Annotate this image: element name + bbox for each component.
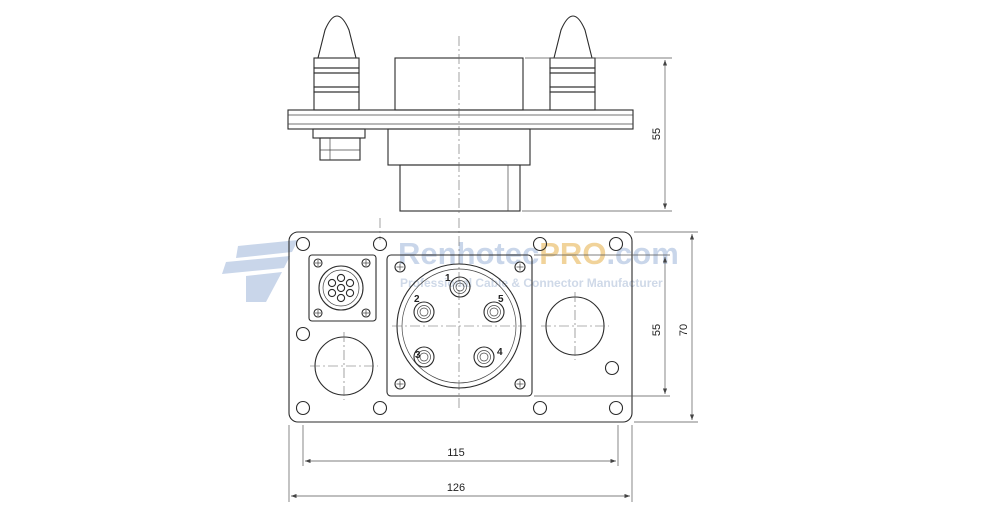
pin-label-5: 5 <box>498 294 504 305</box>
front-plate <box>288 231 633 423</box>
front-outer-height-label: 70 <box>678 324 690 336</box>
mounting-flange <box>287 109 634 130</box>
aux-screw <box>313 308 323 318</box>
aux-circular-connector-side <box>312 128 366 161</box>
blind-hole-right <box>541 292 609 360</box>
mounting-hole <box>295 326 311 342</box>
front-inner-height-label: 55 <box>651 324 663 336</box>
right-guide-pin <box>549 15 596 111</box>
main-connector-flange <box>386 254 533 397</box>
flange-screw <box>514 378 526 390</box>
watermark-brand: RenhotecPRO.com <box>398 236 679 271</box>
aux-pin <box>327 288 337 298</box>
connector-body-top <box>394 57 524 111</box>
aux-pin <box>327 278 337 288</box>
contact-pin <box>473 346 495 368</box>
flange-screw <box>514 261 526 273</box>
mounting-hole <box>372 400 388 416</box>
mounting-hole <box>372 236 388 252</box>
front-outer-width-label: 126 <box>447 482 465 494</box>
flange-screw <box>394 261 406 273</box>
pin-label-2: 2 <box>414 294 420 305</box>
side-height-label: 55 <box>651 128 663 140</box>
mounting-hole <box>532 236 548 252</box>
pin-label-1: 1 <box>445 273 451 284</box>
brand-logo-icon <box>222 240 298 302</box>
pin-label-4: 4 <box>497 347 503 358</box>
main-connector-pins <box>413 276 505 368</box>
contact-pin <box>413 301 435 323</box>
mounting-hole <box>608 400 624 416</box>
aux-screw <box>313 258 323 268</box>
front-inner-width-dimension: 115 <box>302 425 619 466</box>
front-outer-height-dimension: 70 <box>634 231 698 423</box>
mounting-hole <box>608 236 624 252</box>
front-inner-width-label: 115 <box>447 447 465 459</box>
front-inner-height-dimension: 55 <box>534 254 670 397</box>
flange-screw <box>394 378 406 390</box>
contact-pin <box>449 276 471 298</box>
side-view: 55 <box>287 15 672 214</box>
aux-pin <box>336 273 346 283</box>
mounting-hole <box>532 400 548 416</box>
mounting-hole <box>295 236 311 252</box>
left-guide-pin <box>313 15 360 111</box>
front-view: 1 2 5 3 4 55 <box>288 218 698 502</box>
aux-screw <box>361 258 371 268</box>
aux-pin <box>345 288 355 298</box>
blind-hole-left <box>310 332 378 400</box>
aux-screw <box>361 308 371 318</box>
aux-pin <box>345 278 355 288</box>
aux-pin <box>336 283 346 293</box>
contact-pin <box>413 346 435 368</box>
connector-body-bottom <box>399 164 521 212</box>
aux-circular-connector-front <box>308 254 377 322</box>
front-outer-width-dimension: 126 <box>288 425 633 502</box>
mounting-holes <box>295 236 624 416</box>
pin-label-3: 3 <box>415 350 421 361</box>
mounting-hole <box>604 360 620 376</box>
contact-pin <box>483 301 505 323</box>
mounting-hole <box>295 400 311 416</box>
aux-pin <box>336 293 346 303</box>
side-height-dimension: 55 <box>522 57 672 212</box>
